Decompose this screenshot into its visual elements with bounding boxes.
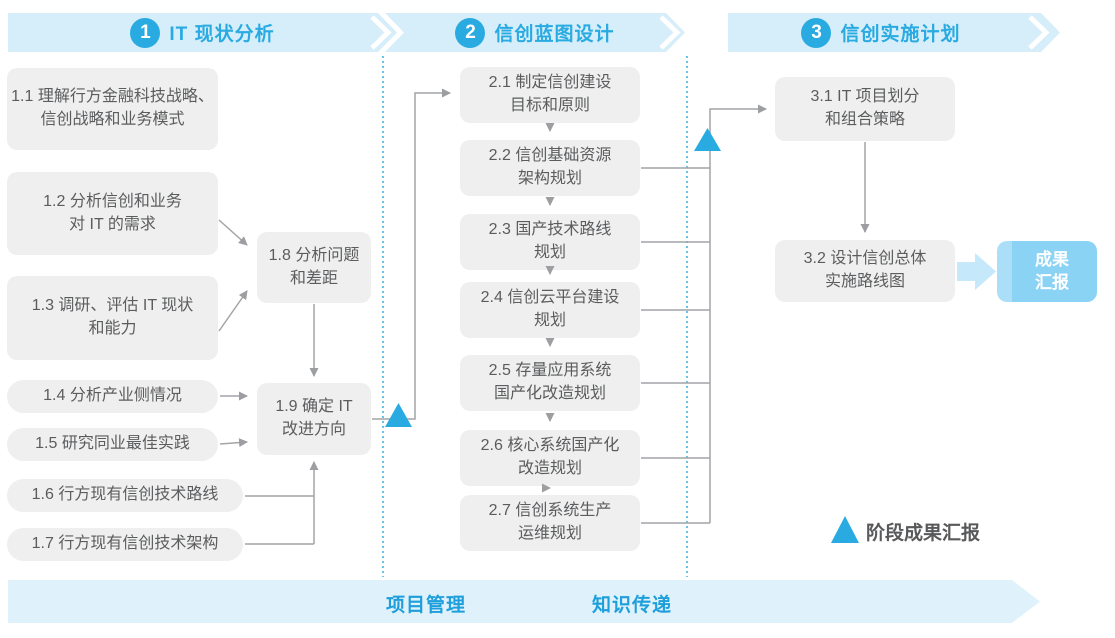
box-1-7-text: 1.7 行方现有信创技术架构 <box>31 535 219 553</box>
box-1-2-line1: 1.2 分析信创和业务 <box>43 192 182 210</box>
bottom-label-knowledge-transfer: 知识传递 <box>592 595 673 616</box>
box-3-1-line1: 3.1 IT 项目划分 <box>810 88 920 106</box>
box-2-4-line2: 规划 <box>533 312 566 329</box>
box-2-2: 2.2 信创基础资源 架构规划 <box>460 140 640 196</box>
box-2-7-line1: 2.7 信创系统生产 <box>488 502 612 520</box>
phase1-number-badge: 1 <box>130 18 160 48</box>
box-1-4: 1.4 分析产业侧情况 <box>7 380 218 413</box>
phase2-title: 信创蓝图设计 <box>494 24 615 45</box>
result-thick-arrow-icon <box>957 253 996 290</box>
box-1-1: 1.1 理解行方金融科技战略、 信创战略和业务模式 <box>7 68 218 150</box>
box-1-3-line2: 和能力 <box>88 320 137 337</box>
box-1-3: 1.3 调研、评估 IT 现状 和能力 <box>7 276 218 360</box>
box-2-7-line2: 运维规划 <box>517 525 582 542</box>
box-1-1-line1: 1.1 理解行方金融科技战略、 <box>11 88 214 106</box>
box-1-6: 1.6 行方现有信创技术路线 <box>7 479 243 512</box>
box-2-6-line1: 2.6 核心系统国产化 <box>480 437 620 455</box>
box-2-1-line1: 2.1 制定信创建设 <box>488 74 612 92</box>
box-1-7: 1.7 行方现有信创技术架构 <box>7 528 243 561</box>
phase3-title: 信创实施计划 <box>840 24 961 45</box>
box-1-9: 1.9 确定 IT 改进方向 <box>257 383 371 455</box>
box-1-5-text: 1.5 研究同业最佳实践 <box>35 435 190 453</box>
box-2-1-line2: 目标和原则 <box>509 97 590 114</box>
box-1-9-line1: 1.9 确定 IT <box>275 398 353 416</box>
result-report-line2: 汇报 <box>1035 272 1069 292</box>
box-3-1-line2: 和组合策略 <box>824 111 905 128</box>
phase2-number-badge: 2 <box>455 18 485 48</box>
result-report-line1: 成果 <box>1035 249 1069 269</box>
box-2-5-line2: 国产化改造规划 <box>493 385 606 402</box>
box-1-4-text: 1.4 分析产业侧情况 <box>43 387 182 405</box>
phase3-number-badge: 3 <box>801 18 831 48</box>
box-2-6: 2.6 核心系统国产化 改造规划 <box>460 430 640 486</box>
box-1-1-line2: 信创战略和业务模式 <box>40 111 185 128</box>
box-1-8-line2: 和差距 <box>289 269 338 287</box>
box-1-9-line2: 改进方向 <box>281 421 346 438</box>
result-report-box: 成果 汇报 <box>997 241 1097 302</box>
box-2-7: 2.7 信创系统生产 运维规划 <box>460 495 640 551</box>
box-3-2: 3.2 设计信创总体 实施路线图 <box>775 240 955 302</box>
box-2-5: 2.5 存量应用系统 国产化改造规划 <box>460 355 640 411</box>
box-2-3: 2.3 国产技术路线 规划 <box>460 214 640 270</box>
box-1-2-line2: 对 IT 的需求 <box>69 215 156 233</box>
box-2-3-line1: 2.3 国产技术路线 <box>488 221 612 239</box>
box-2-4-line1: 2.4 信创云平台建设 <box>480 289 620 307</box>
box-1-2: 1.2 分析信创和业务 对 IT 的需求 <box>7 172 218 255</box>
box-1-5: 1.5 研究同业最佳实践 <box>7 428 218 461</box>
box-1-8-line1: 1.8 分析问题 <box>268 246 360 264</box>
box-2-2-line1: 2.2 信创基础资源 <box>488 147 612 165</box>
box-1-8: 1.8 分析问题 和差距 <box>257 232 371 303</box>
box-3-2-line2: 实施路线图 <box>824 273 905 290</box>
phase2-header-band: 2 信创蓝图设计 <box>385 13 685 52</box>
box-3-2-line1: 3.2 设计信创总体 <box>803 250 927 268</box>
legend-label-phase-report: 阶段成果汇报 <box>866 523 981 544</box>
box-1-6-text: 1.6 行方现有信创技术路线 <box>31 486 219 504</box>
box-2-4: 2.4 信创云平台建设 规划 <box>460 282 640 338</box>
box-1-3-line1: 1.3 调研、评估 IT 现状 <box>31 297 194 315</box>
phase3-header-band: 3 信创实施计划 <box>728 13 1060 52</box>
bottom-process-band <box>8 580 1040 623</box>
box-2-6-line2: 改造规划 <box>517 460 582 477</box>
phase1-title: IT 现状分析 <box>169 24 275 45</box>
box-2-3-line2: 规划 <box>533 244 566 261</box>
box-3-1: 3.1 IT 项目划分 和组合策略 <box>775 77 955 141</box>
bottom-label-project-management: 项目管理 <box>386 595 467 616</box>
box-2-2-line2: 架构规划 <box>517 170 582 187</box>
box-2-1: 2.1 制定信创建设 目标和原则 <box>460 67 640 123</box>
box-2-5-line1: 2.5 存量应用系统 <box>488 362 612 380</box>
phase1-header-band: 1 IT 现状分析 <box>8 13 397 52</box>
